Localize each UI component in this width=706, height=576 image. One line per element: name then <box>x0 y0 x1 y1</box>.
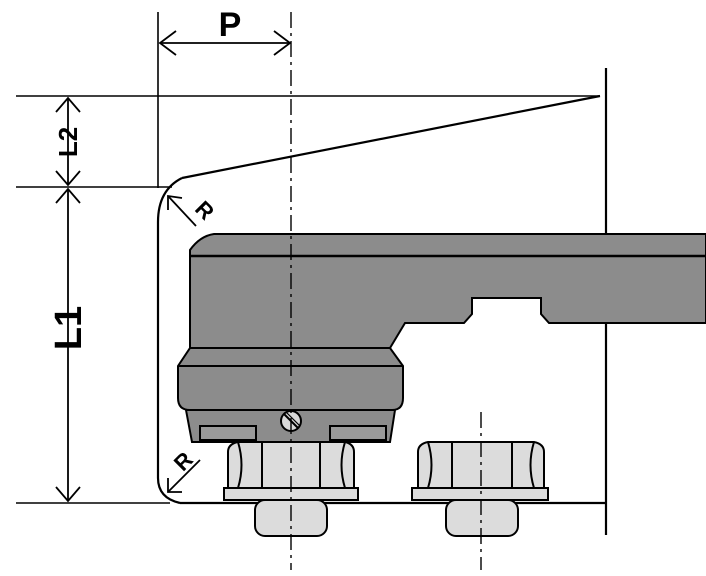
dimension-p <box>158 30 292 56</box>
label-r-top: R <box>190 196 219 225</box>
clearance-top-slope <box>181 94 601 180</box>
stud-right <box>445 499 519 537</box>
dimension-l2 <box>55 96 81 187</box>
label-r-bottom: R <box>169 447 198 476</box>
housing-slot-left <box>199 425 257 441</box>
dimension-l1 <box>55 187 81 503</box>
clamp-arm <box>189 233 706 349</box>
housing-slot-right <box>329 425 387 441</box>
label-l1: L1 <box>48 306 90 350</box>
label-p: P <box>219 6 242 44</box>
nut-right <box>411 441 549 537</box>
clamp-arm-body <box>189 233 706 349</box>
center-lines <box>290 12 482 570</box>
extension-lines <box>16 12 600 504</box>
radius-bottom-leader <box>167 459 201 493</box>
radius-top-leader <box>167 194 197 227</box>
hex-nut-icon <box>227 441 355 489</box>
swivel-housing <box>177 347 404 443</box>
label-l2: L2 <box>53 127 83 157</box>
